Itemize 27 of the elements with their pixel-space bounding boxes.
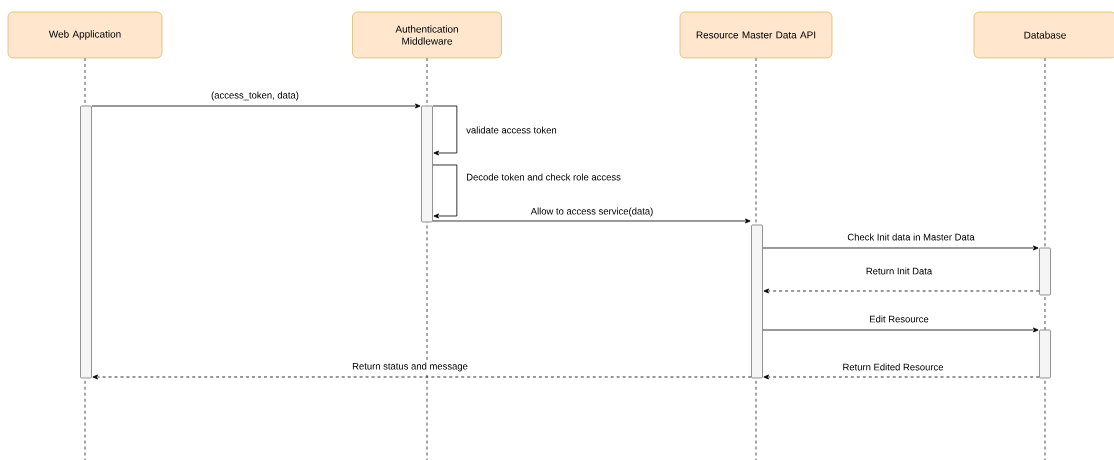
activation-bar <box>1039 247 1051 296</box>
participant-box: Database <box>973 11 1114 59</box>
edge-label: (access_token, data) <box>210 90 300 102</box>
arrow <box>432 164 458 219</box>
arrow <box>762 327 1039 333</box>
edge-label: Check Init data in Master Data <box>846 232 976 242</box>
activation-bar <box>80 105 92 379</box>
arrow <box>762 245 1039 251</box>
arrow <box>763 288 1040 294</box>
participant-box: Resource Master Data API <box>679 11 833 59</box>
arrow <box>763 374 1040 380</box>
arrow <box>91 103 421 109</box>
edge-label: Allow to access service(data) <box>529 206 655 218</box>
participant-box: Web Application <box>7 11 163 59</box>
edge-label: Return status and message <box>351 361 469 373</box>
participant-box: Authentication Middleware <box>352 11 502 59</box>
arrow <box>432 218 751 224</box>
activation-bar <box>421 105 433 223</box>
activation-bar <box>1039 329 1051 379</box>
arrow <box>92 374 752 380</box>
edge-label: validate access token <box>465 125 558 135</box>
arrow <box>432 105 458 156</box>
edge-label: Decode token and check role access <box>465 172 622 182</box>
edge-label: Return Init Data <box>864 266 934 276</box>
activation-bar <box>751 224 763 379</box>
edge-label: Edit Resource <box>868 314 930 324</box>
edge-label: Return Edited Resource <box>841 362 945 372</box>
